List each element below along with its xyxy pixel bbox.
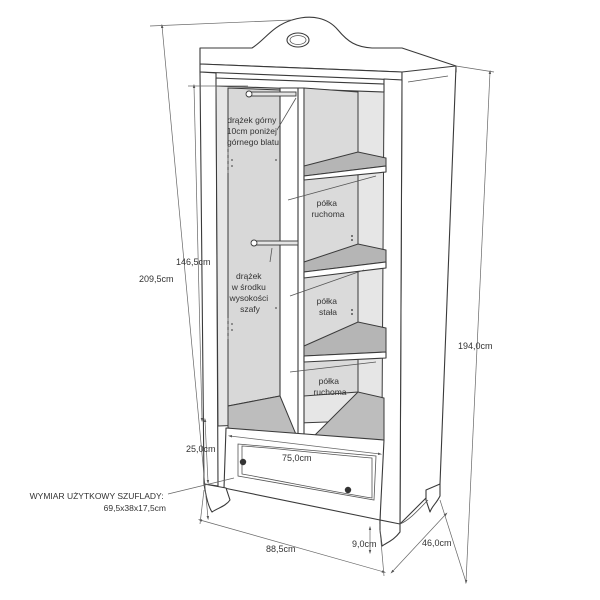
shelf-fixed-front — [303, 261, 387, 279]
rod-top — [245, 90, 297, 98]
dim-inner-height: 146,5cm — [176, 257, 211, 267]
shelf-bottom-front — [303, 351, 387, 363]
center-divider-front — [297, 87, 305, 447]
label-rod-top: drążek górny 10cm poniżej górnego blatu — [227, 115, 279, 147]
leader-lines — [269, 97, 377, 373]
dim-plinth: 9,0cm — [352, 539, 377, 549]
leg-front-left — [203, 483, 231, 513]
dim-body-height: 194,0cm — [458, 341, 493, 351]
center-divider — [279, 87, 301, 445]
right-panel-edge — [407, 75, 449, 83]
label-shelf-bottom: półka ruchoma — [313, 376, 346, 397]
label-shelf-top: półka ruchoma — [311, 198, 344, 219]
shelf-pins — [231, 159, 353, 331]
inner-top-board — [215, 77, 385, 93]
crown-medallion-inner — [289, 35, 307, 45]
shelf-top-front — [303, 165, 387, 181]
shelf-fixed — [303, 243, 387, 273]
drawer-front — [223, 427, 385, 521]
shelf-top — [303, 151, 387, 177]
right-side-panel — [399, 65, 457, 525]
leg-front-right — [379, 519, 401, 547]
leg-back-right — [425, 483, 441, 513]
shelf-bottom — [303, 321, 387, 357]
crown-board — [199, 16, 457, 73]
dim-drawer-height: 25,0cm — [186, 444, 216, 454]
label-shelf-fixed: półka stała — [317, 296, 340, 317]
dim-total-width: 88,5cm — [266, 544, 296, 554]
dimension-lines — [149, 19, 495, 585]
label-rod-middle: drążek w środku wysokości szafy — [228, 271, 270, 314]
drawer-knob-right — [344, 486, 352, 494]
dim-total-height: 209,5cm — [139, 274, 174, 284]
label-drawer-dims: WYMIAR UŻYTKOWY SZUFLADY: 69,5x38x17,5cm — [30, 491, 166, 513]
dim-depth: 46,0cm — [422, 538, 452, 548]
drawer-knob-left — [239, 458, 247, 466]
dim-inner-width: 75,0cm — [282, 453, 312, 463]
rod-middle — [250, 239, 299, 247]
left-front-post — [199, 71, 219, 487]
